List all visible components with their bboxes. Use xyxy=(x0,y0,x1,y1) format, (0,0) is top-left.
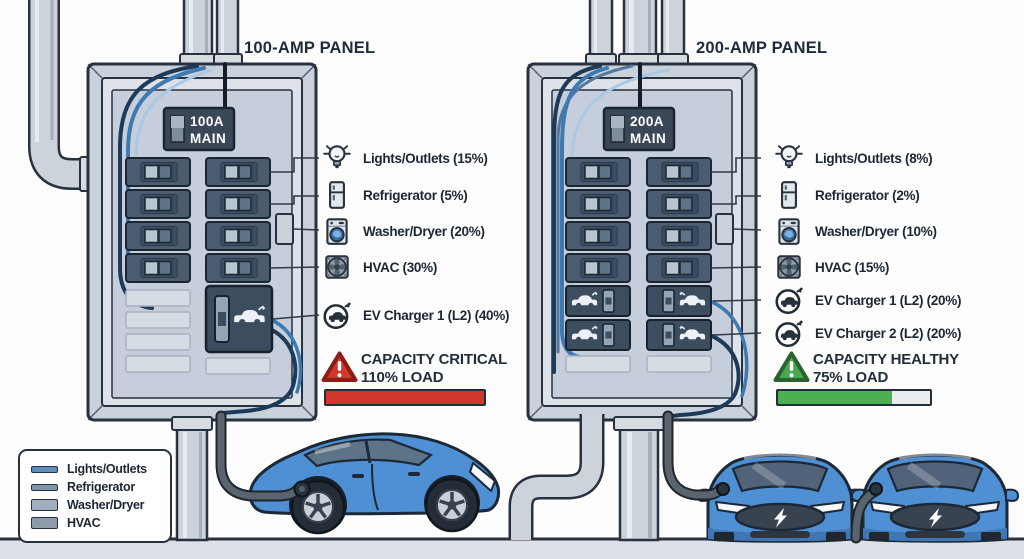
load-item-refrigerator: Refrigerator (2%) xyxy=(772,179,920,211)
left-ev-wires xyxy=(221,318,303,415)
ev-breaker-large xyxy=(204,284,274,354)
charge-ports xyxy=(293,480,883,498)
load-item-washer: Washer/Dryer (10%) xyxy=(772,215,937,247)
legend-label: Washer/Dryer xyxy=(67,498,145,512)
load-item-washer: Washer/Dryer (20%) xyxy=(320,215,485,247)
main-breaker-200a xyxy=(602,106,676,152)
hvac-swatch-icon xyxy=(31,517,58,529)
hvac-fan-icon xyxy=(777,255,801,279)
left-capacity-status: CAPACITY CRITICAL 110% LOAD xyxy=(361,351,507,387)
right-ev-wires xyxy=(663,300,749,419)
load-item-ev-charger-1: EV Charger 1 (L2) (40%) xyxy=(320,299,509,331)
capacity-load-label: 110% LOAD xyxy=(361,369,444,386)
load-label: Refrigerator (5%) xyxy=(363,187,468,203)
ev-charger-icon xyxy=(775,319,804,348)
warning-triangle-icon xyxy=(321,351,358,382)
load-label: Refrigerator (2%) xyxy=(815,187,920,203)
left-panel-title: 100-AMP PANEL xyxy=(244,39,376,57)
front-ev-car-1 xyxy=(697,454,863,541)
load-item-ev-charger-2: EV Charger 2 (L2) (20%) xyxy=(772,317,961,349)
load-label: Lights/Outlets (15%) xyxy=(363,150,488,166)
main-amp-rating: 200A xyxy=(630,114,664,129)
right-panel-box xyxy=(526,62,758,422)
load-label: EV Charger 1 (L2) (40%) xyxy=(363,307,510,323)
load-label: HVAC (15%) xyxy=(815,259,890,275)
main-word: MAIN xyxy=(190,131,227,146)
lightbulb-icon xyxy=(323,145,351,170)
legend-label: HVAC xyxy=(67,516,101,530)
side-knockout xyxy=(715,213,734,245)
legend-item-lights: Lights/Outlets xyxy=(31,461,159,477)
legend-label: Lights/Outlets xyxy=(67,462,147,476)
charging-cables xyxy=(215,410,880,544)
legend-item-washer: Washer/Dryer xyxy=(31,497,159,513)
load-label: HVAC (30%) xyxy=(363,259,438,275)
washer-dryer-icon xyxy=(326,218,348,245)
capacity-load-label: 75% LOAD xyxy=(813,369,889,386)
load-label: Lights/Outlets (8%) xyxy=(815,150,933,166)
washer-swatch-icon xyxy=(31,499,58,511)
legend-item-hvac: HVAC xyxy=(31,515,159,531)
left-panel-wires xyxy=(118,62,227,310)
lightbulb-icon xyxy=(775,145,803,170)
load-label: Washer/Dryer (10%) xyxy=(815,223,937,239)
wire-legend: Lights/Outlets Refrigerator Washer/Dryer… xyxy=(18,449,172,543)
refrigerator-icon xyxy=(780,181,798,209)
side-knockout xyxy=(275,213,294,245)
main-word: MAIN xyxy=(630,131,667,146)
right-conduits xyxy=(585,0,689,67)
main-amp-rating: 100A xyxy=(190,114,224,129)
load-item-hvac: HVAC (30%) xyxy=(320,251,437,283)
load-label: Washer/Dryer (20%) xyxy=(363,223,485,239)
load-item-lights: Lights/Outlets (15%) xyxy=(320,142,488,174)
left-load-bar-fill xyxy=(326,391,484,404)
callout-lines xyxy=(269,157,762,336)
bottom-conduits xyxy=(171,414,665,542)
load-label: EV Charger 1 (L2) (20%) xyxy=(815,292,962,308)
left-panel-box xyxy=(86,62,318,422)
lights-swatch-icon xyxy=(31,465,58,473)
load-item-refrigerator: Refrigerator (5%) xyxy=(320,179,468,211)
main-breaker-label-100a: 100A MAIN xyxy=(190,113,226,147)
right-panel-wires xyxy=(552,62,670,374)
washer-dryer-icon xyxy=(778,218,800,245)
front-ev-car-2 xyxy=(852,454,1018,541)
legend-item-refrigerator: Refrigerator xyxy=(31,479,159,495)
left-load-bar xyxy=(324,389,486,406)
right-load-bar xyxy=(776,389,932,406)
ev-charger-icon xyxy=(323,301,352,330)
capacity-status-title: CAPACITY CRITICAL xyxy=(361,351,508,368)
legend-label: Refrigerator xyxy=(67,480,135,494)
refrigerator-icon xyxy=(329,181,345,209)
main-breaker-100a xyxy=(162,106,236,152)
hvac-fan-icon xyxy=(325,255,349,279)
right-capacity-status: CAPACITY HEALTHY 75% LOAD xyxy=(813,351,959,387)
refrigerator-swatch-icon xyxy=(31,483,58,491)
load-item-lights: Lights/Outlets (8%) xyxy=(772,142,933,174)
side-ev-car xyxy=(248,432,501,535)
load-item-ev-charger-1: EV Charger 1 (L2) (20%) xyxy=(772,284,961,316)
ev-charger-icon xyxy=(775,286,804,315)
load-item-hvac: HVAC (15%) xyxy=(772,251,889,283)
right-load-bar-fill xyxy=(778,391,892,404)
healthy-triangle-icon xyxy=(773,351,810,382)
capacity-status-title: CAPACITY HEALTHY xyxy=(813,351,959,368)
load-label: EV Charger 2 (L2) (20%) xyxy=(815,325,962,341)
main-breaker-label-200a: 200A MAIN xyxy=(630,113,666,147)
right-panel-title: 200-AMP PANEL xyxy=(696,39,828,57)
